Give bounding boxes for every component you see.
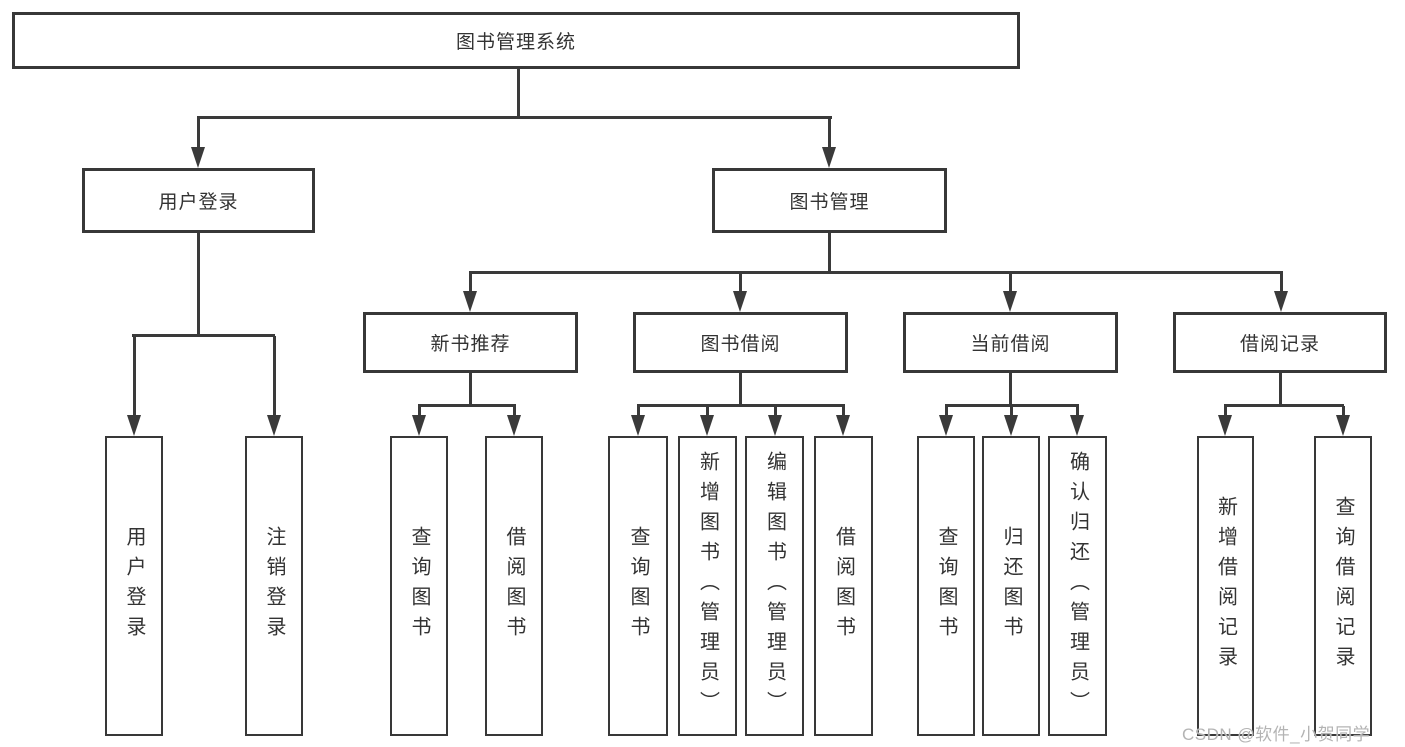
- connector-line: [418, 406, 421, 418]
- connector-line: [469, 271, 1283, 274]
- node-library-management-system: 图书管理系统: [12, 12, 1020, 69]
- node-user-login-branch: 用户登录: [82, 168, 315, 233]
- leaf-user-login: 用户登录: [105, 436, 163, 736]
- connector-line: [739, 273, 742, 293]
- leaf-confirm-return-admin: 确认归还（管理员）: [1048, 436, 1107, 736]
- node-label: 借阅图书: [503, 526, 525, 646]
- node-current-borrowing: 当前借阅: [903, 312, 1118, 373]
- node-label: 用户登录: [123, 526, 145, 646]
- node-label: 确认归还（管理员）: [1066, 451, 1089, 721]
- connector-line: [706, 406, 709, 418]
- arrowhead-down-icon: [1004, 415, 1018, 436]
- connector-line: [132, 334, 275, 337]
- connector-line: [197, 118, 200, 152]
- node-book-management-branch: 图书管理: [712, 168, 947, 233]
- arrowhead-down-icon: [507, 415, 521, 436]
- connector-line: [1076, 406, 1079, 418]
- leaf-query-books-borrowing: 查询图书: [608, 436, 668, 736]
- connector-line: [1279, 373, 1282, 406]
- node-book-borrowing: 图书借阅: [633, 312, 848, 373]
- leaf-return-books: 归还图书: [982, 436, 1040, 736]
- csdn-watermark: CSDN @软件_小贺同学: [1182, 725, 1371, 744]
- connector-line: [945, 404, 1079, 407]
- connector-line: [197, 233, 200, 337]
- leaf-borrow-books-borrowing: 借阅图书: [814, 436, 873, 736]
- node-label: 新书推荐: [430, 334, 511, 355]
- connector-line: [774, 406, 777, 418]
- node-label: 查询借阅记录: [1332, 496, 1354, 676]
- connector-line: [828, 118, 831, 152]
- node-label: 借阅图书: [832, 526, 855, 646]
- connector-line: [133, 336, 136, 416]
- connector-line: [517, 68, 520, 118]
- node-label: 编辑图书（管理员）: [763, 451, 786, 721]
- arrowhead-down-icon: [463, 291, 477, 312]
- arrowhead-down-icon: [267, 415, 281, 436]
- connector-line: [1280, 273, 1283, 293]
- connector-line: [469, 373, 472, 406]
- leaf-add-borrow-record: 新增借阅记录: [1197, 436, 1254, 736]
- node-borrowing-records: 借阅记录: [1173, 312, 1387, 373]
- node-label: 图书借阅: [700, 334, 781, 355]
- leaf-logout: 注销登录: [245, 436, 303, 736]
- connector-line: [842, 406, 845, 418]
- arrowhead-down-icon: [127, 415, 141, 436]
- node-label: 查询图书: [627, 526, 649, 646]
- node-label: 图书管理系统: [455, 32, 576, 53]
- arrowhead-down-icon: [836, 415, 850, 436]
- connector-line: [1224, 406, 1227, 418]
- connector-line: [273, 336, 276, 416]
- node-label: 当前借阅: [970, 334, 1051, 355]
- arrowhead-down-icon: [1218, 415, 1232, 436]
- node-label: 新增借阅记录: [1214, 496, 1237, 676]
- node-label: 注销登录: [263, 526, 285, 646]
- connector-line: [1010, 406, 1013, 418]
- connector-line: [945, 406, 948, 418]
- node-label: 归还图书: [1000, 526, 1022, 646]
- connector-line: [637, 404, 845, 407]
- node-label: 图书管理: [789, 192, 870, 213]
- connector-line: [197, 116, 832, 119]
- node-label: 查询图书: [935, 526, 957, 646]
- arrowhead-down-icon: [1003, 291, 1017, 312]
- arrowhead-down-icon: [822, 147, 836, 168]
- arrowhead-down-icon: [733, 291, 747, 312]
- connector-line: [1342, 406, 1345, 418]
- node-label: 新增图书（管理员）: [696, 451, 719, 721]
- arrowhead-down-icon: [412, 415, 426, 436]
- arrowhead-down-icon: [1274, 291, 1288, 312]
- connector-line: [1009, 273, 1012, 293]
- leaf-borrow-books-recommend: 借阅图书: [485, 436, 543, 736]
- leaf-query-books-recommend: 查询图书: [390, 436, 448, 736]
- connector-line: [469, 273, 472, 293]
- connector-line: [828, 233, 831, 273]
- connector-line: [418, 404, 516, 407]
- node-label: 用户登录: [158, 192, 239, 213]
- arrowhead-down-icon: [631, 415, 645, 436]
- node-new-book-recommendation: 新书推荐: [363, 312, 578, 373]
- leaf-query-borrow-record: 查询借阅记录: [1314, 436, 1372, 736]
- arrowhead-down-icon: [939, 415, 953, 436]
- leaf-query-books-current: 查询图书: [917, 436, 975, 736]
- arrowhead-down-icon: [768, 415, 782, 436]
- connector-line: [513, 406, 516, 418]
- connector-line: [637, 406, 640, 418]
- leaf-add-books-admin: 新增图书（管理员）: [678, 436, 737, 736]
- arrowhead-down-icon: [1070, 415, 1084, 436]
- arrowhead-down-icon: [191, 147, 205, 168]
- connector-line: [1224, 404, 1344, 407]
- connector-line: [739, 373, 742, 406]
- node-label: 查询图书: [408, 526, 430, 646]
- node-label: 借阅记录: [1239, 334, 1320, 355]
- connector-line: [1009, 373, 1012, 406]
- arrowhead-down-icon: [700, 415, 714, 436]
- leaf-edit-books-admin: 编辑图书（管理员）: [745, 436, 804, 736]
- arrowhead-down-icon: [1336, 415, 1350, 436]
